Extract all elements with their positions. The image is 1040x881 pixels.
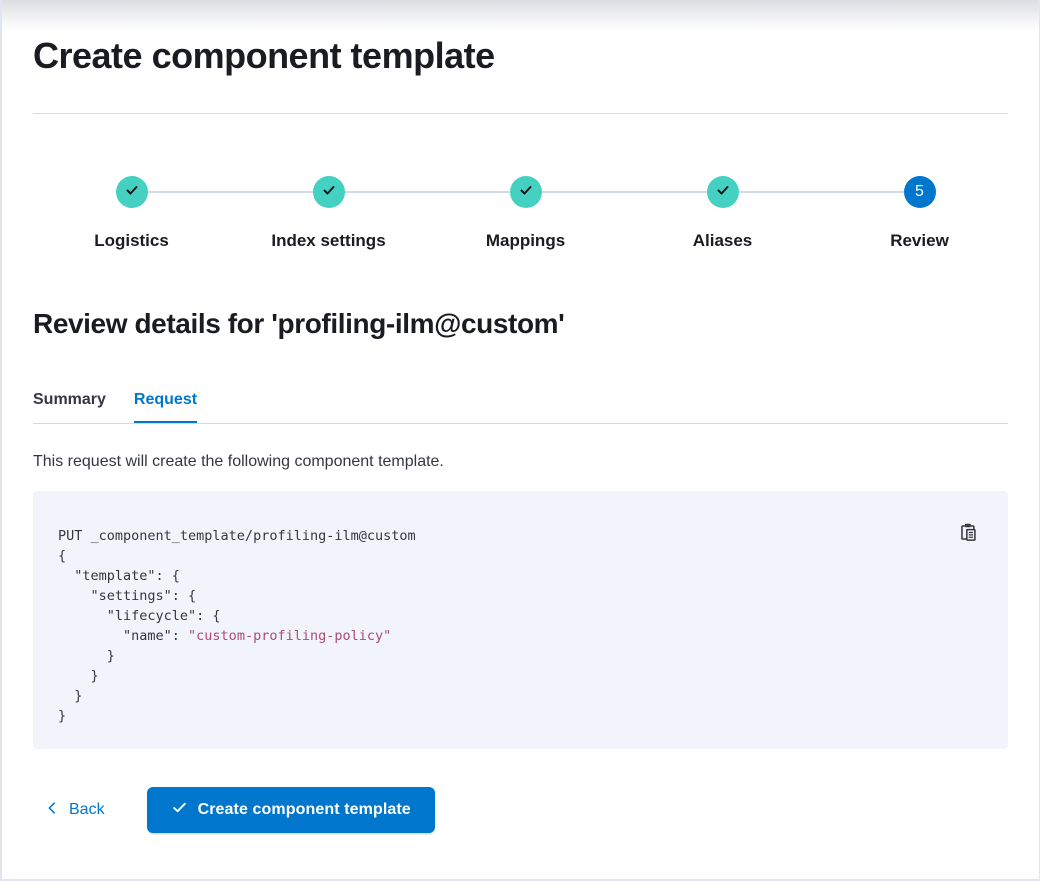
code-line: } <box>58 648 115 664</box>
code-line: "template": { <box>58 568 180 584</box>
step-progress-bar: Logistics Index settings Mappings <box>33 176 1018 253</box>
code-line: "settings": { <box>58 588 197 604</box>
code-line: } <box>58 668 99 684</box>
chevron-left-icon <box>45 801 59 820</box>
request-code-block: PUT _component_template/profiling-ilm@cu… <box>33 491 1008 749</box>
copy-to-clipboard-button[interactable] <box>957 523 979 545</box>
code-line: } <box>58 688 83 704</box>
code-line: PUT _component_template/profiling-ilm@cu… <box>58 528 416 544</box>
step-aliases[interactable]: Aliases <box>624 176 821 253</box>
check-icon <box>715 182 731 203</box>
review-tabs: Summary Request <box>33 389 1008 424</box>
step-label: Logistics <box>94 231 169 250</box>
code-key: "name": <box>58 628 189 644</box>
code-line: } <box>58 708 67 724</box>
step-label: Aliases <box>692 231 753 250</box>
tab-request[interactable]: Request <box>134 389 197 423</box>
code-line: "name": "custom-profiling-policy" <box>58 626 948 646</box>
step-label: Index settings <box>271 231 386 250</box>
check-icon <box>518 182 534 203</box>
code-string-value: "custom-profiling-policy" <box>188 628 392 644</box>
back-button-label: Back <box>69 801 105 818</box>
step-label: Mappings <box>485 231 566 250</box>
copy-clipboard-icon <box>959 523 978 545</box>
step-label: Review <box>890 231 949 250</box>
check-icon <box>321 182 337 203</box>
check-icon <box>171 799 188 821</box>
tab-summary[interactable]: Summary <box>33 391 106 408</box>
step-complete-circle <box>509 176 542 208</box>
step-complete-circle <box>706 176 739 208</box>
step-complete-circle <box>312 176 345 208</box>
title-divider <box>33 113 1008 114</box>
create-button-label: Create component template <box>197 801 411 818</box>
step-number: 5 <box>915 183 924 200</box>
step-index-settings[interactable]: Index settings <box>230 176 427 253</box>
step-complete-circle <box>115 176 148 208</box>
page-title: Create component template <box>33 35 495 76</box>
create-component-template-button[interactable]: Create component template <box>146 787 435 833</box>
code-line: "lifecycle": { <box>58 608 221 624</box>
review-details-heading: Review details for 'profiling-ilm@custom… <box>33 308 565 339</box>
code-line: { <box>58 548 67 564</box>
step-logistics[interactable]: Logistics <box>33 176 230 253</box>
request-description: This request will create the following c… <box>33 453 444 470</box>
back-button[interactable]: Back <box>45 801 105 820</box>
check-icon <box>124 182 140 203</box>
step-mappings[interactable]: Mappings <box>427 176 624 253</box>
step-current-circle: 5 <box>903 176 936 208</box>
step-review[interactable]: 5 Review <box>821 176 1018 253</box>
wizard-footer: Back Create component template <box>33 787 1008 833</box>
